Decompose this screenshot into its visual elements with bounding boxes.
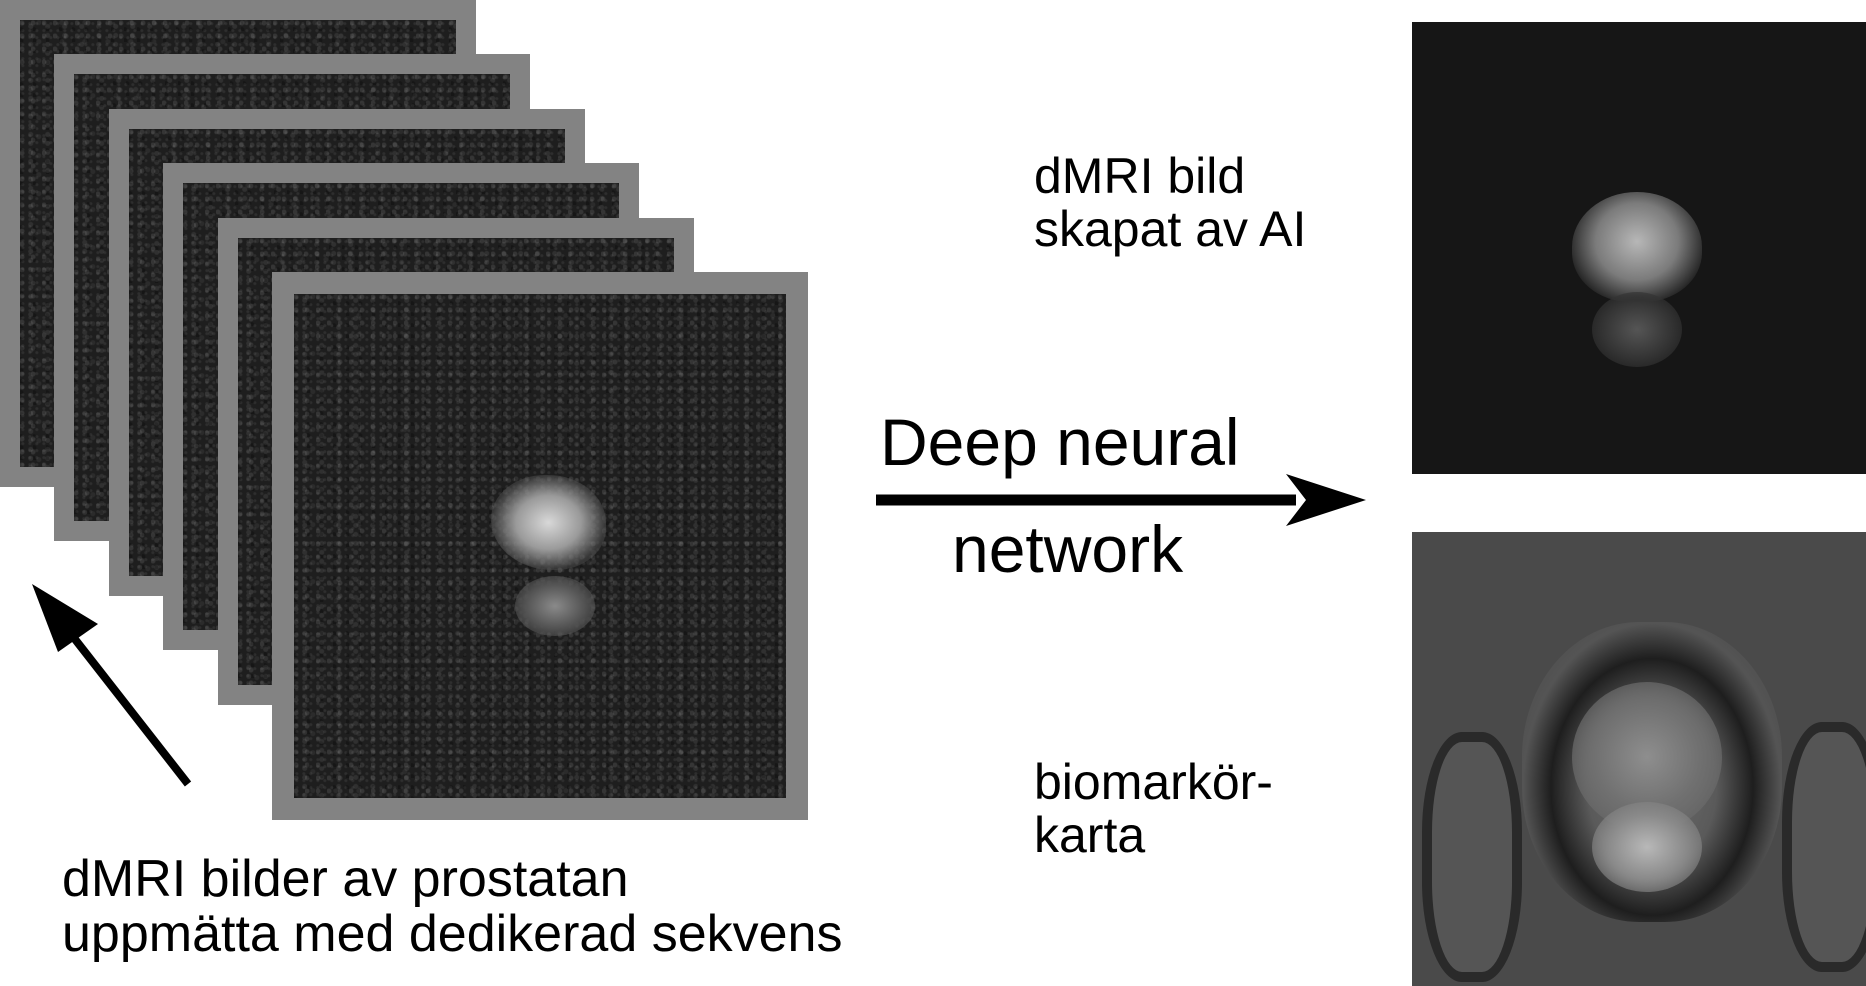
ai-image-caption: dMRI bild skapat av AI [1034, 148, 1307, 257]
process-arrow-icon [876, 474, 1366, 526]
network-label-line2: network [952, 512, 1184, 586]
pointer-arrow-icon [32, 584, 192, 787]
pelvic-bone-right [1782, 722, 1866, 972]
biomarker-map-image [1412, 532, 1866, 986]
pelvic-bone-left [1422, 732, 1522, 982]
biomarker-map-caption: biomarkör- karta [1034, 754, 1273, 863]
ai-generated-dmri-image [1412, 22, 1866, 474]
rectum-region [1592, 292, 1682, 367]
rectum-region [1592, 802, 1702, 892]
rectum-region [515, 576, 596, 637]
network-label-line1: Deep neural [880, 405, 1240, 479]
prostate-region [1572, 192, 1702, 302]
input-images-caption: dMRI bilder av prostatan uppmätta med de… [62, 850, 843, 964]
prostate-region [490, 475, 606, 571]
input-image-stack [0, 0, 820, 830]
dmri-slice-front [272, 272, 808, 820]
